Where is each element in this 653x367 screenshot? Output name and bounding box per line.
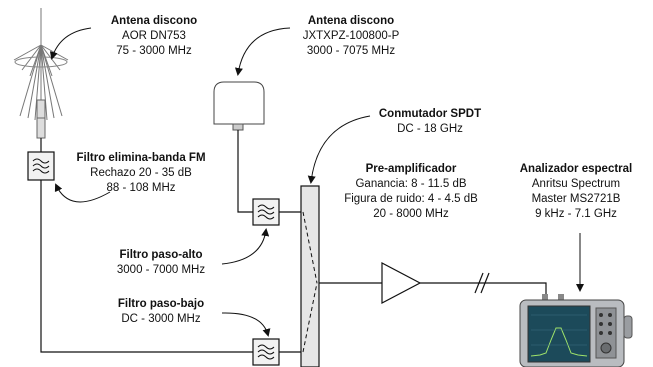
label-antenna2-line1: JXTXPZ-100800-P bbox=[302, 30, 400, 42]
label-fm-filter-title: Filtro elimina-banda FM bbox=[76, 152, 206, 164]
label-analyzer-title: Analizador espectral bbox=[519, 163, 633, 175]
arrow-switch bbox=[307, 115, 371, 184]
label-fm-filter: Filtro elimina-banda FM Rechazo 20 - 35 … bbox=[60, 151, 222, 196]
label-lowpass-line1: DC - 3000 MHz bbox=[121, 313, 201, 325]
arrows bbox=[49, 27, 584, 337]
label-antenna1: Antena discono AOR DN753 75 - 3000 MHz bbox=[89, 14, 219, 59]
label-analyzer-line2: Master MS2721B bbox=[531, 193, 621, 205]
label-switch-line1: DC - 18 GHz bbox=[397, 123, 463, 135]
label-antenna1-title: Antena discono bbox=[110, 15, 198, 27]
label-antenna2: Antena discono JXTXPZ-100800-P 3000 - 70… bbox=[286, 14, 416, 59]
spdt-switch-icon bbox=[300, 185, 320, 367]
label-switch-title: Conmutador SPDT bbox=[378, 108, 482, 120]
arrow-antenna2 bbox=[234, 27, 291, 76]
fm-filter-icon bbox=[27, 151, 55, 181]
spectrum-analyzer-icon bbox=[519, 294, 633, 367]
label-fm-filter-line2: 88 - 108 MHz bbox=[106, 182, 176, 194]
label-lowpass-title: Filtro paso-bajo bbox=[117, 298, 205, 310]
label-analyzer: Analizador espectral Anritsu Spectrum Ma… bbox=[506, 162, 646, 222]
label-lowpass: Filtro paso-bajo DC - 3000 MHz bbox=[101, 297, 221, 327]
antenna-dome-icon bbox=[213, 81, 265, 131]
amplifier-icon bbox=[381, 262, 422, 304]
label-preamp-line1: Ganancia: 8 - 11.5 dB bbox=[355, 178, 467, 190]
arrow-highpass bbox=[221, 228, 270, 265]
label-antenna2-title: Antena discono bbox=[307, 15, 395, 27]
cable-break-marks bbox=[474, 272, 490, 294]
label-analyzer-line3: 9 kHz - 7.1 GHz bbox=[535, 208, 617, 220]
label-highpass: Filtro paso-alto 3000 - 7000 MHz bbox=[101, 248, 221, 278]
antenna-discone-icon bbox=[13, 8, 69, 139]
wiring bbox=[40, 130, 547, 353]
label-analyzer-line1: Anritsu Spectrum bbox=[531, 178, 621, 190]
arrow-antenna1 bbox=[49, 27, 92, 60]
label-switch: Conmutador SPDT DC - 18 GHz bbox=[365, 107, 495, 137]
label-antenna1-line2: 75 - 3000 MHz bbox=[116, 45, 192, 57]
arrow-fm-filter bbox=[54, 183, 111, 203]
arrow-lowpass bbox=[221, 312, 271, 337]
lowpass-filter-icon bbox=[252, 338, 280, 366]
label-fm-filter-line1: Rechazo 20 - 35 dB bbox=[90, 167, 192, 179]
label-highpass-line1: 3000 - 7000 MHz bbox=[116, 264, 206, 276]
label-preamp-line3: 20 - 8000 MHz bbox=[373, 208, 449, 220]
label-preamp-line2: Figura de ruido: 4 - 4.5 dB bbox=[344, 193, 478, 205]
label-antenna1-line1: AOR DN753 bbox=[122, 30, 186, 42]
label-preamp-title: Pre-amplificador bbox=[365, 163, 457, 175]
label-highpass-title: Filtro paso-alto bbox=[119, 249, 203, 261]
highpass-filter-icon bbox=[252, 198, 280, 226]
label-antenna2-line2: 3000 - 7075 MHz bbox=[306, 45, 396, 57]
label-preamp: Pre-amplificador Ganancia: 8 - 11.5 dB F… bbox=[311, 162, 511, 222]
